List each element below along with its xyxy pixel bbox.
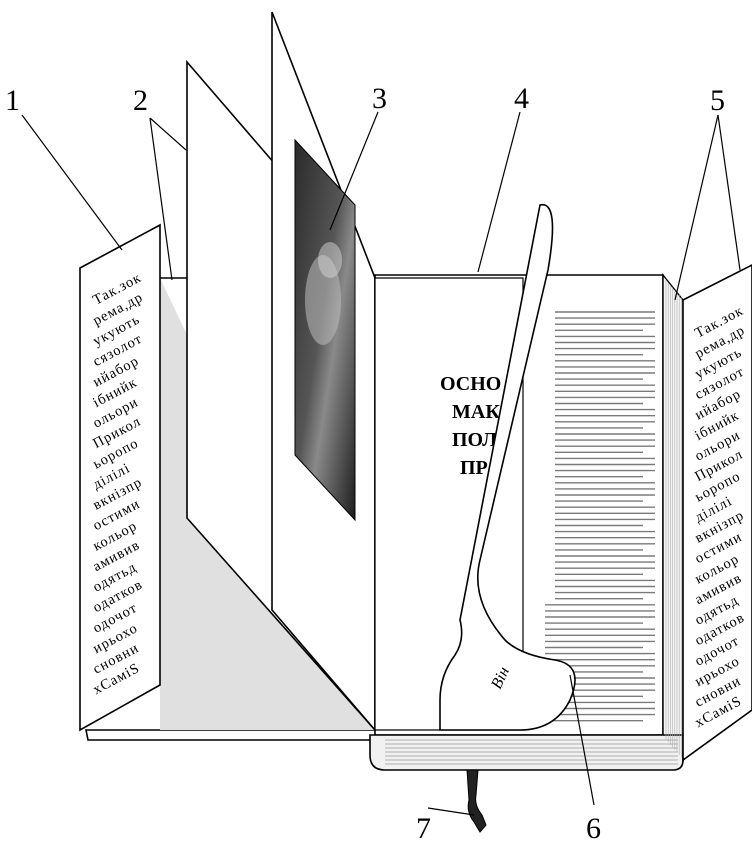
photo-figure-head [318, 242, 342, 278]
leader-line-5a [674, 114, 719, 301]
callout-2: 2 [133, 84, 148, 117]
page-edge-lines [385, 280, 682, 765]
callout-5: 5 [710, 84, 725, 117]
dust-jacket-right-flap [682, 264, 752, 762]
callout-1: 1 [5, 84, 20, 117]
leader-line-2a [149, 117, 187, 151]
left-flap-text: Так.зокрема,друкуютьсязолотийаборібнийко… [90, 270, 146, 698]
bookmark-ribbon [466, 769, 487, 833]
leader-line-2b [149, 117, 173, 281]
callout-4: 4 [514, 82, 529, 115]
dust-jacket-left-flap [79, 223, 161, 732]
leader-line-7 [427, 807, 475, 816]
main-text-block [545, 311, 655, 722]
book-cover-base [85, 729, 380, 741]
headline-line-2: МАК [452, 401, 500, 423]
leader-line-6 [569, 674, 595, 806]
headline-line-3: ПОЛ [452, 429, 497, 451]
callout-3: 3 [372, 82, 387, 115]
leader-line-1 [21, 114, 123, 251]
leader-line-5b [717, 114, 741, 271]
callout-6: 6 [586, 812, 601, 845]
leader-line-3 [329, 111, 379, 231]
right-flap-text: Так.зокрема,друкуютьсязолотийаборібнийко… [692, 303, 748, 731]
folded-page [439, 203, 576, 731]
leader-line-4 [477, 111, 521, 273]
headline-line-4: ПР [460, 457, 488, 479]
callout-7: 7 [416, 812, 431, 845]
headline-line-1: ОСНО [440, 373, 501, 395]
